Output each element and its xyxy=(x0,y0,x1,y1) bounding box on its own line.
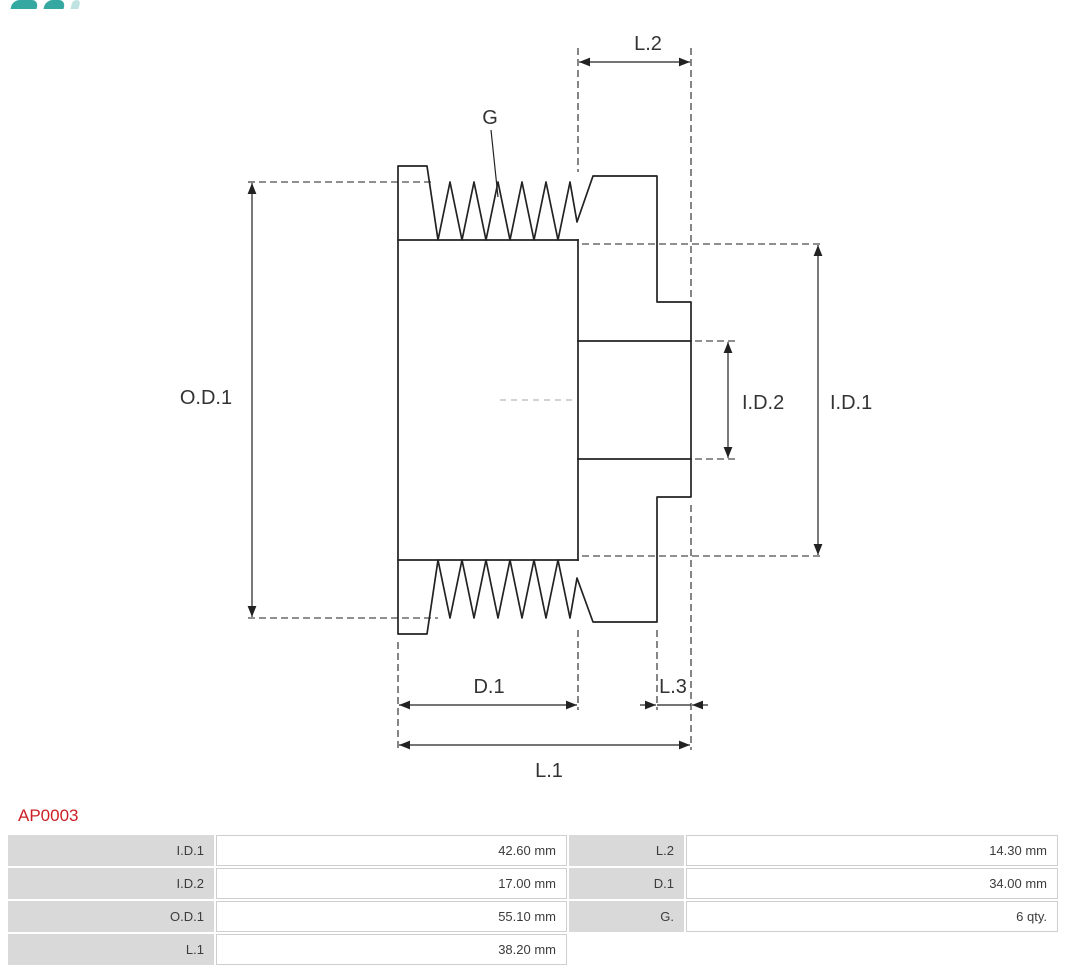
dimension-id1: I.D.1 xyxy=(582,243,872,557)
spec-value-cell: 17.00 mm xyxy=(216,868,567,899)
spec-empty-cell xyxy=(569,934,684,965)
dimension-id2: I.D.2 xyxy=(695,340,784,460)
spec-label-cell: L.1 xyxy=(8,934,214,965)
dim-label-l1: L.1 xyxy=(535,760,563,782)
spec-label-cell: I.D.2 xyxy=(8,868,214,899)
spec-label-cell: O.D.1 xyxy=(8,901,214,932)
technical-drawing: O.D.1 L.2 G I.D.1 I.D.2 D.1 xyxy=(180,33,872,782)
spec-label-cell: D.1 xyxy=(569,868,684,899)
leader-line xyxy=(490,129,499,198)
spec-table: I.D.1 42.60 mm L.2 14.30 mm I.D.2 17.00 … xyxy=(8,835,1058,965)
dim-label-l3: L.3 xyxy=(659,676,687,698)
logo-shape xyxy=(40,0,66,9)
dimension-l1: L.1 xyxy=(399,740,690,782)
dim-label-g: G xyxy=(482,107,498,129)
dimension-d1: D.1 xyxy=(397,630,579,750)
spec-value-cell: 14.30 mm xyxy=(686,835,1058,866)
dim-label-id2: I.D.2 xyxy=(742,392,784,414)
groove-count-label: G xyxy=(482,107,499,198)
spec-empty-cell xyxy=(686,934,1058,965)
logo-shape xyxy=(10,0,39,9)
spec-label-cell: G. xyxy=(569,901,684,932)
dimension-l2: L.2 xyxy=(577,33,692,298)
spec-value-cell: 6 qty. xyxy=(686,901,1058,932)
dim-label-id1: I.D.1 xyxy=(830,392,872,414)
pulley-outline xyxy=(397,165,692,635)
pulley-body-path xyxy=(397,165,692,635)
spec-value-cell: 55.10 mm xyxy=(216,901,567,932)
spec-value-cell: 38.20 mm xyxy=(216,934,567,965)
logo-shape xyxy=(67,0,80,9)
part-number: AP0003 xyxy=(18,806,79,825)
dimension-l3: L.3 xyxy=(640,505,708,750)
dim-label-l2: L.2 xyxy=(634,33,662,55)
spec-value-cell: 34.00 mm xyxy=(686,868,1058,899)
dimension-od1: O.D.1 xyxy=(180,181,438,619)
dim-label-d1: D.1 xyxy=(473,676,504,698)
spec-label-cell: I.D.1 xyxy=(8,835,214,866)
as-pl-logo xyxy=(10,0,80,9)
spec-label-cell: L.2 xyxy=(569,835,684,866)
dim-label-od1: O.D.1 xyxy=(180,387,232,409)
spec-value-cell: 42.60 mm xyxy=(216,835,567,866)
